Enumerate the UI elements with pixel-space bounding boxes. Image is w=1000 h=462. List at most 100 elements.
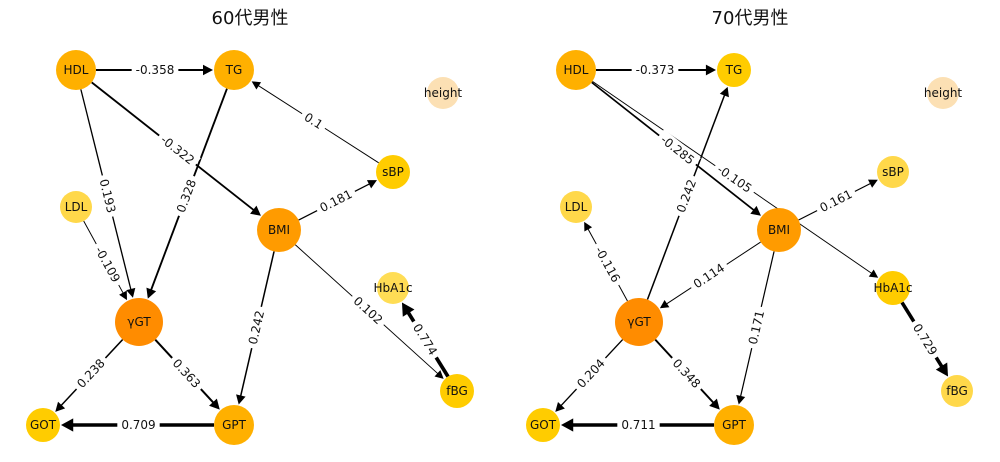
node-circle xyxy=(214,50,254,90)
arrowhead-icon xyxy=(555,402,565,412)
node-label: sBP xyxy=(882,165,904,179)
node-TG[interactable]: TG xyxy=(214,50,254,90)
node-label: height xyxy=(424,86,463,100)
edge-label-bg xyxy=(154,129,201,171)
node-sBP[interactable]: sBP xyxy=(877,156,909,188)
edge-label: 0.181 xyxy=(313,184,359,218)
node-BMI[interactable]: BMI xyxy=(257,208,301,252)
node-BMI[interactable]: BMI xyxy=(757,208,801,252)
edge-weight: 0.161 xyxy=(818,187,855,215)
edge-weight: 0.711 xyxy=(621,418,655,432)
node-GPT[interactable]: GPT xyxy=(214,405,254,445)
node-circle xyxy=(556,50,596,90)
node-gGT[interactable]: γGT xyxy=(115,298,163,346)
node-circle xyxy=(877,156,909,188)
node-label: GPT xyxy=(722,418,747,432)
edge-label-bg xyxy=(570,352,612,395)
edge-label-bg xyxy=(171,173,202,219)
node-label: HDL xyxy=(64,63,89,77)
edge-weight: -0.285 xyxy=(658,133,697,168)
node-height[interactable]: height xyxy=(924,77,963,109)
edge-label: 0.328 xyxy=(171,173,202,219)
arrowhead-icon xyxy=(736,394,746,405)
arrowhead-icon xyxy=(251,81,262,90)
edge-label: 0.193 xyxy=(94,173,121,219)
nodes: HDL TG height sBP LDL BMI γGT HbA1c fBG GOT GPT xyxy=(526,50,973,445)
arrowhead-icon xyxy=(236,394,246,405)
edge-weight: -0.116 xyxy=(592,244,623,285)
node-HbA1c[interactable]: HbA1c xyxy=(373,272,413,304)
node-GOT[interactable]: GOT xyxy=(26,408,60,442)
node-GPT[interactable]: GPT xyxy=(714,405,754,445)
arrowhead-icon xyxy=(935,362,949,377)
node-label: γGT xyxy=(127,315,151,329)
edge-label-bg xyxy=(346,290,390,331)
arrowhead-icon xyxy=(202,64,213,76)
edge-label: -0.373 xyxy=(631,62,679,78)
arrowhead-icon xyxy=(719,86,729,98)
node-label: sBP xyxy=(382,165,404,179)
edge-label-bg xyxy=(407,317,443,362)
node-label: fBG xyxy=(446,384,468,398)
edge-label-bg xyxy=(131,62,179,78)
edge-label-bg xyxy=(166,352,207,395)
node-circle xyxy=(717,53,751,87)
edge-weight: -0.109 xyxy=(92,244,123,285)
edge-label-bg xyxy=(666,352,707,395)
edge-label-bg xyxy=(313,184,359,218)
nodes: HDL TG height sBP LDL BMI γGT HbA1c fBG GOT GPT xyxy=(26,50,474,445)
edge-weight: 0.363 xyxy=(170,356,204,391)
edge-label-bg xyxy=(710,159,759,199)
edge-label-bg xyxy=(243,305,270,350)
arrowhead-icon xyxy=(146,287,157,299)
arrowhead-icon xyxy=(705,64,716,76)
node-label: TG xyxy=(225,63,243,77)
node-HbA1c[interactable]: HbA1c xyxy=(873,271,913,305)
node-circle xyxy=(257,208,301,252)
edge-label: 0.711 xyxy=(617,417,660,433)
node-LDL[interactable]: LDL xyxy=(560,191,592,223)
edge-label-bg xyxy=(813,184,859,218)
arrowhead-icon xyxy=(584,221,593,232)
edge-label-bg xyxy=(743,305,770,350)
node-height[interactable]: height xyxy=(424,77,463,109)
edges xyxy=(555,64,949,432)
edge-labels: -0.373-0.285-0.1050.242-0.1160.1610.1140… xyxy=(570,62,943,433)
arrowhead-icon xyxy=(401,302,415,317)
network-graph: -0.373-0.285-0.1050.242-0.1160.1610.1140… xyxy=(526,50,973,445)
node-TG[interactable]: TG xyxy=(717,53,751,87)
node-fBG[interactable]: fBG xyxy=(440,374,474,408)
node-HDL[interactable]: HDL xyxy=(56,50,96,90)
node-circle xyxy=(615,298,663,346)
edge-label-bg xyxy=(70,352,112,395)
arrowhead-icon xyxy=(209,398,220,410)
node-label: TG xyxy=(725,63,743,77)
node-fBG[interactable]: fBG xyxy=(941,375,973,407)
edge-weight: -0.322 xyxy=(158,133,197,168)
node-label: LDL xyxy=(65,200,88,214)
arrowhead-icon xyxy=(366,180,377,189)
node-LDL[interactable]: LDL xyxy=(60,191,92,223)
edge-label: 0.171 xyxy=(743,305,770,350)
arrowhead-icon xyxy=(868,269,879,278)
node-gGT[interactable]: γGT xyxy=(615,298,663,346)
arrowhead-icon xyxy=(709,398,720,410)
node-circle xyxy=(56,50,96,90)
arrowhead-icon xyxy=(867,179,878,188)
node-GOT[interactable]: GOT xyxy=(526,408,560,442)
edge-label: 0.363 xyxy=(166,352,207,395)
node-label: HbA1c xyxy=(873,281,912,295)
arrowhead-icon xyxy=(561,418,574,432)
node-circle xyxy=(876,271,910,305)
node-sBP[interactable]: sBP xyxy=(376,155,410,189)
node-circle xyxy=(941,375,973,407)
edge-weight: 0.729 xyxy=(910,321,940,358)
node-HDL[interactable]: HDL xyxy=(556,50,596,90)
arrowhead-icon xyxy=(434,370,444,379)
edge-label: 0.204 xyxy=(570,352,612,395)
node-circle xyxy=(26,408,60,442)
edge-label: 0.238 xyxy=(70,352,112,395)
edges xyxy=(55,64,450,432)
